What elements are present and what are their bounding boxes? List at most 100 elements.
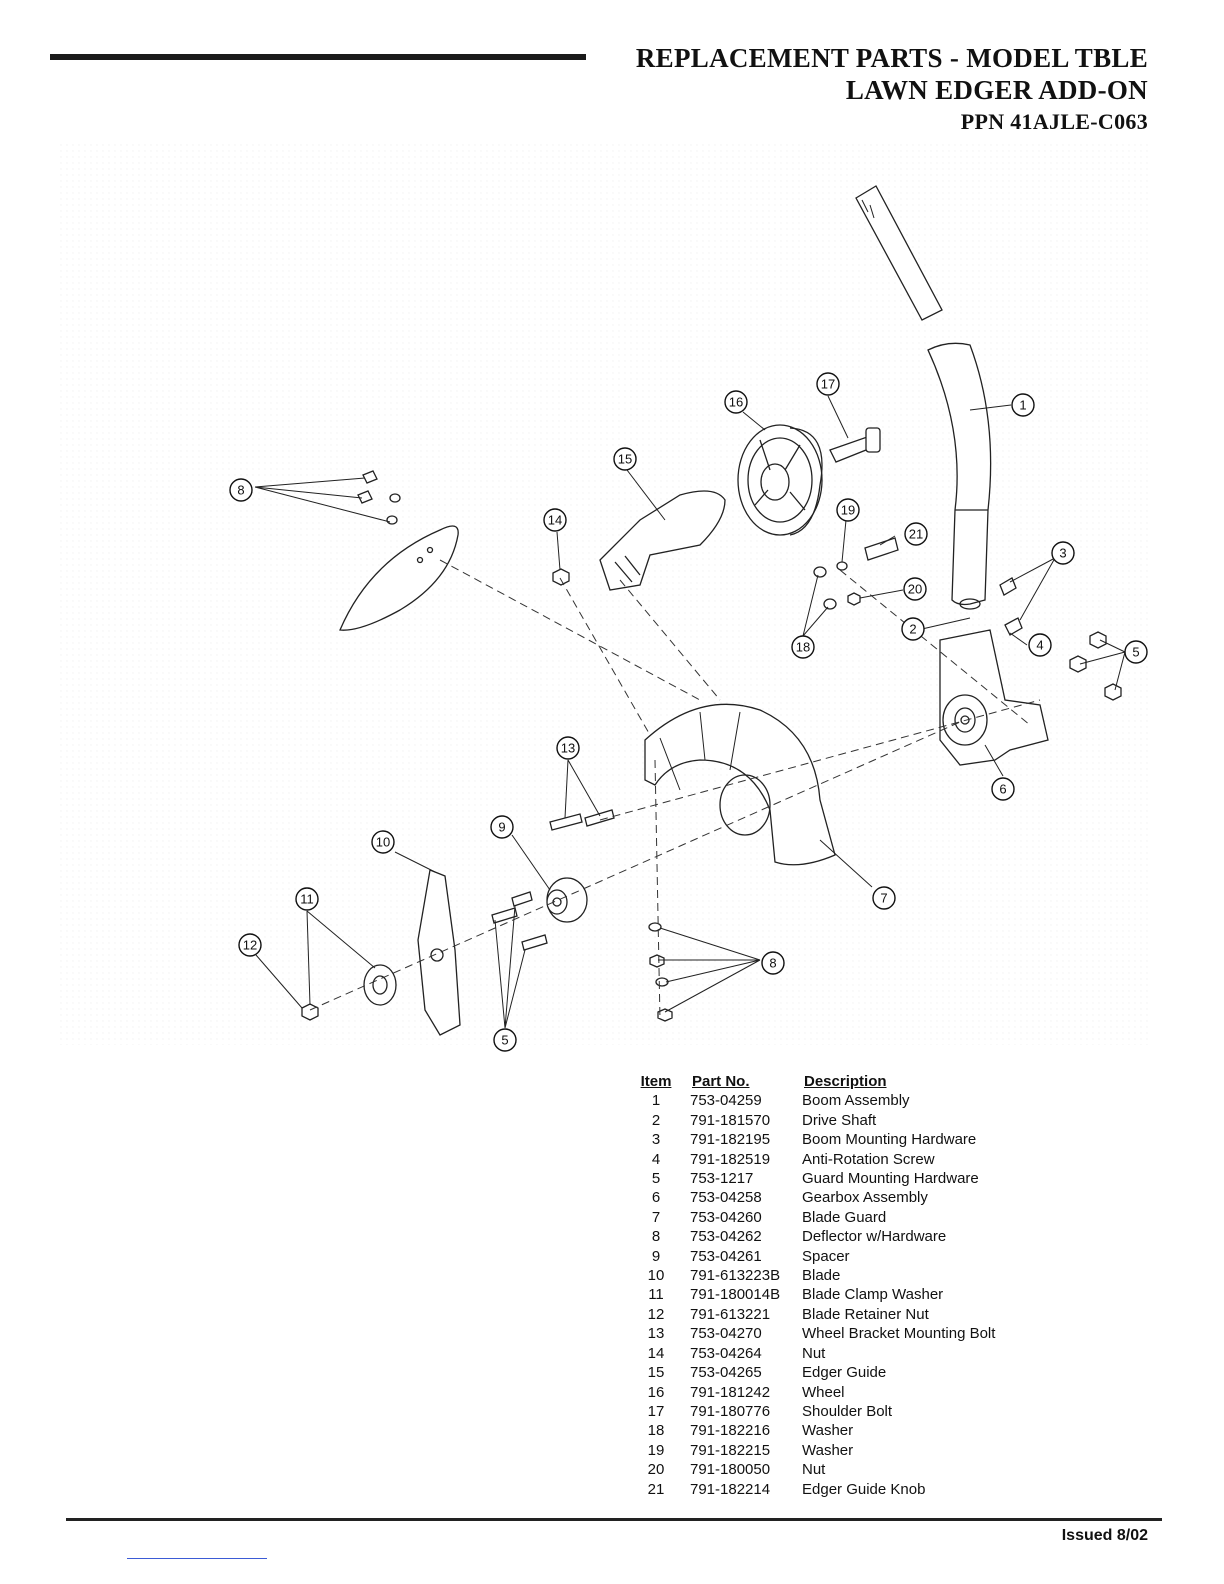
description-cell: Nut xyxy=(802,1344,826,1362)
part-number-cell: 791-180050 xyxy=(690,1461,771,1479)
description-cell: Edger Guide xyxy=(802,1364,887,1382)
callout-14 xyxy=(543,508,567,532)
table-row: 15 753-04265 Edger Guide xyxy=(636,1363,1104,1382)
callout-label-1: 1 xyxy=(1019,398,1026,413)
callout-label-21: 21 xyxy=(909,527,923,542)
boom-assembly xyxy=(927,342,992,606)
callout-label-13: 13 xyxy=(561,741,575,756)
callout-10 xyxy=(371,830,395,854)
callout-8 xyxy=(229,478,253,502)
part-number-cell: 753-04270 xyxy=(690,1325,762,1343)
footer-rule xyxy=(66,1518,1162,1521)
item-cell: 15 xyxy=(647,1364,665,1382)
hyperlink-underline xyxy=(127,1558,267,1559)
description-cell: Nut xyxy=(802,1461,826,1479)
callout-3 xyxy=(1051,541,1075,565)
part-number-cell: 753-04258 xyxy=(690,1189,762,1207)
callout-label-4: 4 xyxy=(1036,638,1043,653)
item-cell: 6 xyxy=(651,1189,661,1207)
item-cell: 14 xyxy=(647,1344,665,1362)
callout-5b xyxy=(493,1028,517,1052)
part-number-cell: 753-04261 xyxy=(690,1247,762,1265)
item-cell: 8 xyxy=(651,1228,661,1246)
blade-clamp-washer xyxy=(363,964,397,1006)
item-cell: 3 xyxy=(651,1131,661,1149)
callout-1 xyxy=(1011,393,1035,417)
part-number-cell: 791-182195 xyxy=(690,1131,771,1149)
callout-label-11: 11 xyxy=(300,892,314,907)
part-number-cell: 791-182216 xyxy=(690,1422,771,1440)
item-cell: 9 xyxy=(651,1247,661,1265)
part-number-cell: 791-181570 xyxy=(690,1111,771,1129)
part-number-cell: 753-04260 xyxy=(690,1208,762,1226)
part-number-cell: 753-04264 xyxy=(690,1344,762,1362)
item-cell: 21 xyxy=(647,1480,665,1498)
header-item: Item xyxy=(640,1073,672,1090)
callout-label-19: 19 xyxy=(841,503,855,518)
part-number-cell: 791-182519 xyxy=(690,1150,771,1168)
description-cell: Anti-Rotation Screw xyxy=(802,1150,935,1168)
callout-label-20: 20 xyxy=(908,582,922,597)
callout-label-8: 8 xyxy=(237,483,244,498)
description-cell: Blade xyxy=(802,1267,841,1285)
part-number-cell: 791-613221 xyxy=(690,1305,771,1323)
callout-label-18: 18 xyxy=(796,640,810,655)
description-cell: Edger Guide Knob xyxy=(802,1480,926,1498)
callout-20 xyxy=(903,577,927,601)
part-number-cell: 791-181242 xyxy=(690,1383,771,1401)
item-cell: 11 xyxy=(648,1286,664,1304)
callout-label-17: 17 xyxy=(821,377,835,392)
callout-18 xyxy=(791,635,815,659)
callout-label-16: 16 xyxy=(729,395,743,410)
item-cell: 13 xyxy=(647,1325,665,1343)
callout-4 xyxy=(1028,633,1052,657)
callout-8b xyxy=(761,951,785,975)
table-row: 21 791-182214 Edger Guide Knob xyxy=(636,1480,1104,1499)
description-cell: Wheel xyxy=(802,1383,845,1401)
item-cell: 17 xyxy=(647,1402,665,1420)
callout-19 xyxy=(836,498,860,522)
page-title: REPLACEMENT PARTS - MODEL TBLE LAWN EDGE… xyxy=(636,42,1148,138)
part-number-cell: 753-04259 xyxy=(690,1092,762,1110)
item-cell: 7 xyxy=(651,1208,661,1226)
title-line-1: REPLACEMENT PARTS - MODEL TBLE xyxy=(635,43,1148,73)
header-part-no: Part No. xyxy=(692,1073,750,1090)
description-cell: Blade Guard xyxy=(802,1208,887,1226)
callout-label-2: 2 xyxy=(909,622,916,637)
item-cell: 5 xyxy=(651,1170,661,1188)
title-line-3: PPN 41AJLE-C063 xyxy=(960,109,1148,134)
callout-15 xyxy=(613,447,637,471)
callout-6 xyxy=(991,777,1015,801)
part-number-cell: 791-180014B xyxy=(690,1286,781,1304)
table-row: 14 753-04264 Nut xyxy=(636,1344,1104,1363)
part-number-cell: 753-04265 xyxy=(690,1364,762,1382)
part-number-cell: 791-182214 xyxy=(690,1480,771,1498)
title-line-2: LAWN EDGER ADD-ON xyxy=(845,75,1148,105)
callout-label-6: 6 xyxy=(999,782,1006,797)
parts-table-header: Item Part No. Description xyxy=(636,1072,1104,1091)
callout-9 xyxy=(490,815,514,839)
callout-label-12: 12 xyxy=(243,938,257,953)
item-cell: 1 xyxy=(651,1092,661,1110)
item-cell: 19 xyxy=(647,1441,665,1459)
issued-date: Issued 8/02 xyxy=(1061,1527,1148,1544)
table-row: 7 753-04260 Blade Guard xyxy=(636,1208,1104,1227)
spacer xyxy=(546,877,588,923)
item-cell: 12 xyxy=(647,1305,665,1323)
callout-label-10: 10 xyxy=(376,835,390,850)
